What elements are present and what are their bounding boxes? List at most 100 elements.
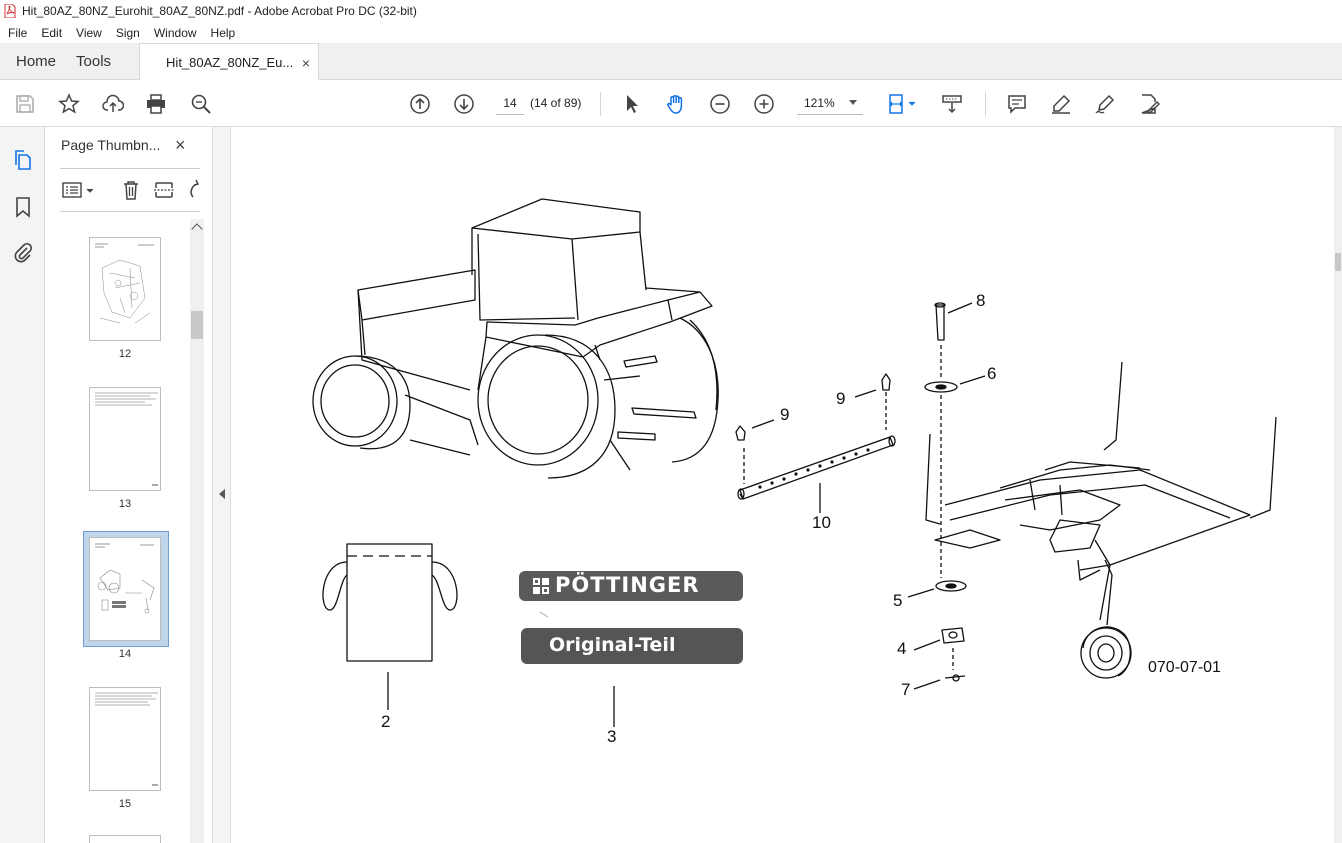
- thumbnail-label: 13: [118, 498, 132, 510]
- delete-page-icon[interactable]: [120, 179, 142, 201]
- zoom-level-value: 121%: [804, 95, 835, 110]
- save-icon: [16, 95, 34, 113]
- parts-diagram: [312, 198, 1277, 727]
- share-upload-button[interactable]: [100, 91, 126, 117]
- thumbnails-scrollbar[interactable]: [190, 219, 204, 843]
- minus-circle-icon: [710, 94, 730, 114]
- options-menu-icon[interactable]: [62, 180, 98, 200]
- panel-divider: [60, 211, 200, 212]
- find-button[interactable]: [188, 91, 214, 117]
- toolbar-divider: [985, 92, 986, 116]
- callout-label: 9: [780, 405, 790, 424]
- callout-label: 10: [812, 513, 831, 532]
- document-scrollbar[interactable]: [1334, 127, 1342, 843]
- figure-reference: 070-07-01: [1148, 659, 1221, 676]
- logo-subtitle-text: Original-Teil: [549, 634, 676, 656]
- scroll-mode-icon: [942, 95, 962, 114]
- fountain-pen-icon: [1095, 94, 1115, 114]
- panel-toolbar: [60, 177, 200, 203]
- extract-page-icon[interactable]: [153, 179, 175, 201]
- menu-sign[interactable]: Sign: [115, 25, 140, 40]
- arrow-down-circle-icon: [454, 94, 474, 114]
- comment-button[interactable]: [1004, 91, 1030, 117]
- rake-frame-drawing: [925, 361, 1277, 679]
- print-button[interactable]: [143, 91, 169, 117]
- pdf-app-icon: [4, 4, 16, 18]
- close-panel-icon[interactable]: ×: [175, 135, 186, 155]
- tractor-drawing: [312, 198, 719, 479]
- scrollbar-thumb[interactable]: [1335, 253, 1341, 271]
- zoom-in-button[interactable]: [751, 91, 777, 117]
- bookmarks-rail-button[interactable]: [10, 194, 36, 220]
- menu-view[interactable]: View: [76, 25, 102, 40]
- pen-highlight-icon: [1052, 94, 1071, 114]
- tab-home[interactable]: Home: [16, 52, 57, 70]
- panel-collapse-handle[interactable]: [212, 127, 231, 843]
- printer-icon: [147, 94, 165, 114]
- scrollbar-thumb[interactable]: [191, 311, 203, 339]
- left-navigation-rail: [0, 127, 45, 843]
- page-count-label: (14 of 89): [530, 96, 582, 110]
- thumbnail-page-15[interactable]: 15: [89, 687, 163, 810]
- thumbnail-label: 14: [118, 648, 132, 660]
- menu-bar: File Edit View Sign Window Help: [0, 22, 1342, 43]
- page-thumbnails-rail-button[interactable]: [10, 147, 36, 173]
- zoom-level-select[interactable]: 121%: [797, 91, 863, 115]
- logo-brand-text: PÖTTINGER: [555, 573, 700, 597]
- document-view[interactable]: PÖTTINGER Original-Teil 2 3 4 5 6 7 8 9 …: [231, 127, 1334, 843]
- pottinger-label-drawing: [519, 571, 743, 664]
- scroll-up-icon[interactable]: [191, 223, 203, 235]
- drawbar-drawing: [735, 373, 896, 513]
- tab-document-label: Hit_80AZ_80NZ_Eu...: [166, 55, 294, 70]
- callout-label: 4: [897, 639, 907, 658]
- callout-label: 2: [381, 712, 391, 731]
- window-title: Hit_80AZ_80NZ_Eurohit_80AZ_80NZ.pdf - Ad…: [22, 4, 417, 18]
- menu-window[interactable]: Window: [153, 25, 197, 40]
- edit-document-icon: [1141, 94, 1160, 114]
- next-page-button[interactable]: [451, 91, 477, 117]
- highlight-button[interactable]: [1048, 91, 1074, 117]
- plus-circle-icon: [754, 94, 774, 114]
- select-tool-button[interactable]: [619, 91, 645, 117]
- callout-label: 6: [987, 364, 997, 383]
- fit-width-icon: [889, 94, 916, 114]
- hardware-stack-drawing: [907, 302, 986, 690]
- callout-label: 9: [836, 389, 846, 408]
- scroll-mode-button[interactable]: [939, 91, 965, 117]
- menu-edit[interactable]: Edit: [41, 25, 63, 40]
- comment-icon: [1008, 95, 1026, 114]
- tab-tools[interactable]: Tools: [76, 52, 112, 70]
- thumbnail-page-16-partial[interactable]: [89, 835, 161, 843]
- callout-label: 8: [976, 291, 986, 310]
- callout-label: 3: [607, 727, 617, 746]
- menu-help[interactable]: Help: [210, 25, 236, 40]
- bookmark-star-button[interactable]: [56, 91, 82, 117]
- rotate-page-icon[interactable]: [186, 179, 200, 201]
- title-bar: Hit_80AZ_80NZ_Eurohit_80AZ_80NZ.pdf - Ad…: [0, 0, 1342, 22]
- star-icon: [58, 93, 80, 114]
- hand-tool-button[interactable]: [663, 91, 689, 117]
- thumbnail-page-13[interactable]: 13: [89, 387, 163, 510]
- tab-strip: Home Tools Hit_80AZ_80NZ_Eu... ×: [0, 43, 1342, 81]
- thumbnail-page-14[interactable]: 14: [89, 537, 163, 660]
- thumbnail-image: [89, 687, 161, 791]
- thumbnail-image: [89, 387, 161, 491]
- parts-bag-drawing: [322, 543, 458, 710]
- pages-icon: [15, 150, 31, 170]
- edit-pdf-button[interactable]: [1136, 91, 1162, 117]
- menu-file[interactable]: File: [8, 25, 28, 40]
- close-tab-icon[interactable]: ×: [301, 54, 311, 71]
- previous-page-button[interactable]: [407, 91, 433, 117]
- tab-document[interactable]: Hit_80AZ_80NZ_Eu... ×: [139, 43, 320, 81]
- page-number-input[interactable]: 14: [496, 91, 524, 115]
- attachments-rail-button[interactable]: [10, 239, 36, 265]
- sign-button[interactable]: [1092, 91, 1118, 117]
- save-button[interactable]: [12, 91, 38, 117]
- thumbnail-label: 15: [118, 798, 132, 810]
- fit-page-button[interactable]: [884, 91, 920, 117]
- cloud-upload-icon: [102, 94, 124, 112]
- zoom-out-button[interactable]: [707, 91, 733, 117]
- arrow-up-circle-icon: [410, 94, 430, 114]
- thumbnail-image: [89, 237, 161, 341]
- thumbnail-page-12[interactable]: 12: [89, 237, 163, 360]
